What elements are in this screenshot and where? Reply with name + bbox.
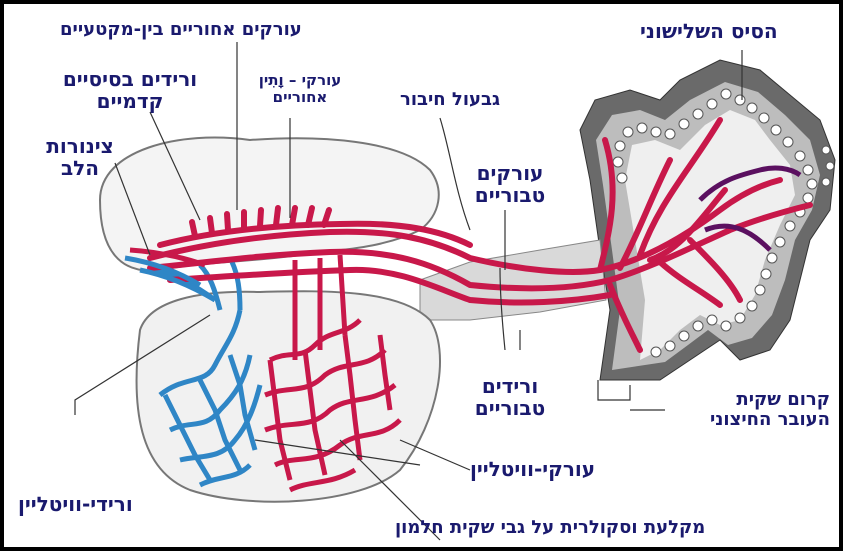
label-vitelline-veins: ורידי-וויטליין xyxy=(18,493,133,515)
label-umbilical-veins-line1: ורידים xyxy=(455,375,565,397)
label-umbilical-arteries-line1: עורקים xyxy=(440,162,580,184)
label-chorion: קרום שקית העובר החיצוני xyxy=(660,390,830,430)
label-posterior-aorta-line1: עורקי – וָתִין xyxy=(245,72,355,89)
label-chorion-line2: העובר החיצוני xyxy=(660,410,830,430)
connecting-stalk-shape xyxy=(420,240,606,320)
label-umbilical-arteries-line2: טבוריים xyxy=(440,184,580,206)
label-posterior-aorta: עורקי – וָתִין אחוריים xyxy=(245,72,355,105)
label-chorion-line1: קרום שקית xyxy=(660,390,830,410)
label-connecting-stalk: גבעול חיבור xyxy=(400,90,500,110)
label-tertiary-villus: הסיס השלישוני xyxy=(640,20,778,42)
label-umbilical-veins: ורידים טבוריים xyxy=(455,375,565,419)
label-heart-tubes-line2: הלב xyxy=(20,157,140,179)
label-vascular-network: מקלעת וסקולרית על גבי שקית חלמון xyxy=(395,518,705,538)
label-anterior-cardinal-veins-line2: קדמיים xyxy=(20,90,240,112)
label-heart-tubes-line1: צינורות xyxy=(20,135,140,157)
label-umbilical-arteries: עורקים טבוריים xyxy=(440,162,580,206)
label-anterior-cardinal-veins-line1: ורידים בסיסיים xyxy=(20,68,240,90)
label-vitelline-arteries: עורקי-וויטליין xyxy=(470,458,595,480)
label-anterior-cardinal-veins: ורידים בסיסיים קדמיים xyxy=(20,68,240,112)
label-umbilical-veins-line2: טבוריים xyxy=(455,397,565,419)
label-posterior-intersegmental-arteries: עורקים אחוריים בין-מקטעיים xyxy=(60,20,302,40)
label-heart-tubes: צינורות הלב xyxy=(20,135,140,179)
label-posterior-aorta-line2: אחוריים xyxy=(245,89,355,106)
